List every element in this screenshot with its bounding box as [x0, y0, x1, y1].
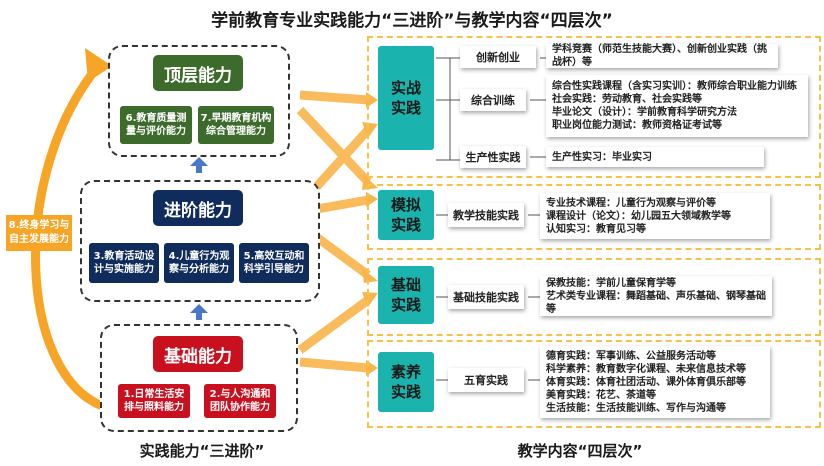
- top-sub-6: 6.教育质量测量与评价能力: [120, 106, 192, 144]
- arrow-top-to-moni: [296, 106, 372, 186]
- top-sub-7: 7.早期教育机构综合管理能力: [198, 106, 274, 144]
- content-line: 认知实习：教育见习等: [546, 223, 646, 235]
- base-sub-1: 1.日常生活安排与照料能力: [118, 384, 190, 418]
- category-jiaoxue: 教学技能实践: [448, 203, 524, 227]
- mid-sub-3: 3.教育活动设计与实施能力: [89, 243, 159, 283]
- layer-suyang-title: 素养实践: [378, 352, 434, 412]
- arrow-base-to-jichu: [297, 296, 371, 354]
- content-line: 综合性实践课程（含实习实训）：教师综合职业能力训练: [552, 81, 797, 92]
- layer-moni-title: 模拟实践: [378, 190, 434, 240]
- content-chuangxin: 学科竞赛（师范生技能大赛）、创新创业实践（挑战杯）等: [546, 44, 778, 68]
- content-line: 专业技术课程：儿童行为观察与评价等: [546, 197, 716, 209]
- layer-jichu-title: 基础实践: [378, 266, 434, 324]
- content-zonghe: 综合性实践课程（含实习实训）：教师综合职业能力训练 社会实践：劳动教育、社会实践…: [546, 75, 808, 137]
- content-wuyu: 德育实践：军事训练、公益服务活动等 科学素养：教育数字化课程、未来信息技术等 体…: [540, 346, 770, 418]
- category-wuyu: 五育实践: [448, 368, 524, 392]
- mid-sub-5: 5.高效互动和科学引导能力: [239, 243, 309, 283]
- lifelong-learning-badge: 8.终身学习与自主发展能力: [6, 215, 72, 251]
- base-level-title: 基础能力: [153, 336, 243, 372]
- right-footer-label: 教学内容“四层次”: [517, 442, 643, 460]
- content-line: 学科竞赛（师范生技能大赛）、创新创业实践（挑战杯）等: [552, 44, 767, 68]
- content-line: 美育实践：花艺、茶道等: [546, 389, 656, 401]
- diagram-title: 学前教育专业实践能力“三进阶”与教学内容“四层次”: [211, 11, 613, 31]
- content-line: 艺术类专业课程：舞蹈基础、声乐基础、钢琴基础等: [546, 290, 766, 315]
- content-line: 毕业论文（设计）：学前教育科学研究方法: [552, 107, 737, 118]
- up-arrow-mid-to-top: [190, 157, 208, 173]
- mid-level-title: 进阶能力: [153, 190, 243, 226]
- layer-suyang-panel: [367, 340, 821, 428]
- mid-sub-4: 4.儿童行为观察与分析能力: [164, 243, 234, 283]
- lifelong-arrowhead: [85, 48, 112, 82]
- layer-shizhan-panel: [367, 36, 821, 178]
- content-line: 科学素养：教育数字化课程、未来信息技术等: [546, 363, 746, 375]
- left-footer-label: 实践能力“三进阶”: [139, 442, 265, 460]
- up-arrow-base-to-mid: [190, 304, 208, 320]
- arrow-base-to-suyang: [299, 357, 369, 373]
- content-line: 职业岗位能力测试：教师资格证考试等: [552, 120, 722, 131]
- layer-jichu-panel: [367, 258, 821, 336]
- content-line: 生产性实习：毕业实习: [552, 151, 652, 163]
- content-jiaoxue: 专业技术课程：儿童行为观察与评价等 课程设计（论文）：幼儿园五大领域教学等 认知…: [540, 193, 770, 239]
- category-chuangxin: 创新创业: [460, 46, 536, 68]
- layer-shizhan-title: 实战实践: [378, 46, 434, 150]
- content-line: 课程设计（论文）：幼儿园五大领域教学等: [546, 210, 731, 222]
- lifelong-curve-arrow: [30, 65, 105, 410]
- arrow-top-to-shizhan: [299, 90, 369, 105]
- category-jichujineng: 基础技能实践: [448, 285, 524, 309]
- layer-moni-panel: [367, 184, 821, 250]
- content-line: 德育实践：军事训练、公益服务活动等: [546, 350, 716, 362]
- category-shengchan: 生产性实践: [460, 146, 526, 168]
- content-line: 体育实践：体育社团活动、课外体育俱乐部等: [546, 376, 746, 388]
- content-line: 社会实践：劳动教育、社会实践等: [552, 94, 702, 105]
- content-shengchan: 生产性实习：毕业实习: [546, 147, 764, 167]
- top-level-title: 顶层能力: [153, 55, 243, 91]
- base-sub-2: 2.与人沟通和团队协作能力: [204, 384, 276, 418]
- content-jichujineng: 保教技能：学前儿童保育学等 艺术类专业课程：舞蹈基础、声乐基础、钢琴基础等: [540, 276, 772, 316]
- content-line: 保教技能：学前儿童保育学等: [546, 277, 676, 289]
- content-line: 生活技能：生活技能训练、写作与沟通等: [546, 402, 726, 414]
- category-zonghe: 综合训练: [460, 89, 526, 111]
